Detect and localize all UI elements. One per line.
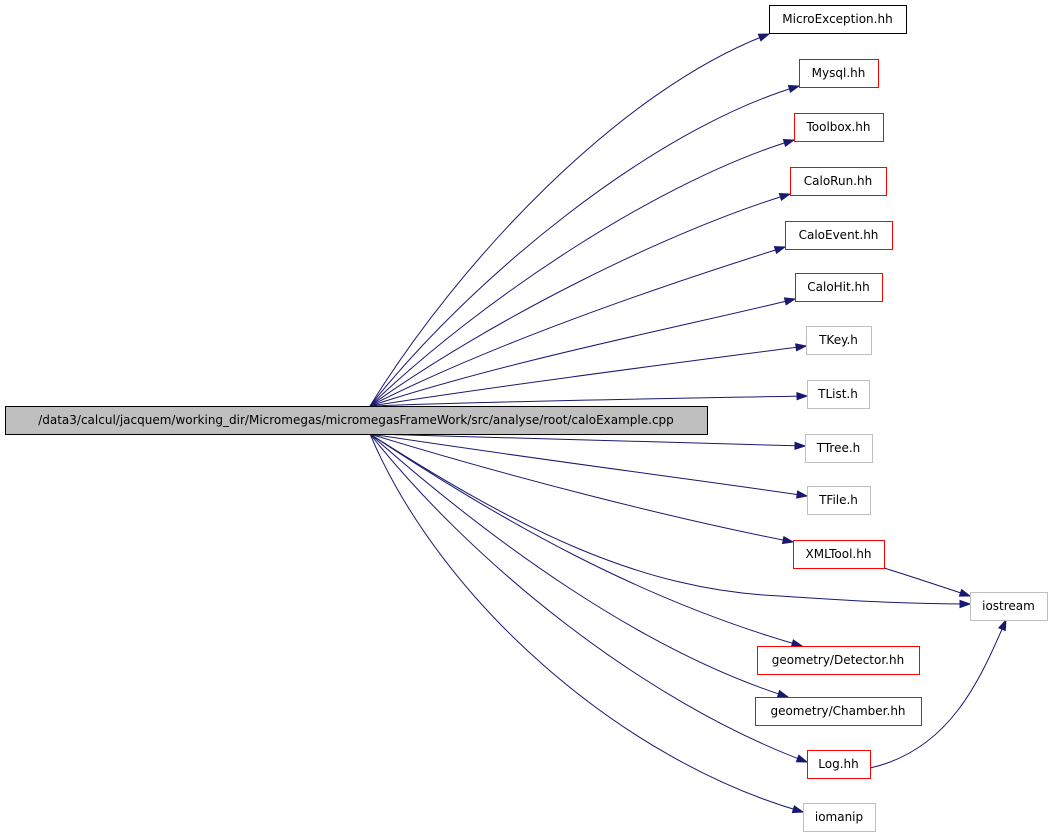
arrowhead: [783, 297, 797, 306]
edge-log-to-iostream: [869, 618, 1007, 769]
node-label: iomanip: [815, 810, 863, 824]
edge-root-to-iomanip: [369, 433, 805, 814]
node-label: Mysql.hh: [812, 66, 866, 80]
edge-root-to-caloevent: [369, 246, 787, 407]
node-label: CaloRun.hh: [804, 174, 872, 188]
edge-root-to-calorun: [369, 193, 792, 407]
node-box: [795, 273, 883, 302]
node-calohit[interactable]: CaloHit.hh: [795, 273, 883, 302]
node-tfile[interactable]: TFile.h: [807, 486, 871, 515]
node-detector[interactable]: geometry/Detector.hh: [757, 646, 920, 675]
node-label: MicroException.hh: [782, 12, 892, 26]
arrowhead: [958, 588, 972, 597]
edge-root-to-toolbox: [369, 139, 796, 407]
node-label: TFile.h: [818, 493, 858, 507]
edge-xmltool-to-iostream: [883, 567, 972, 597]
node-box: [794, 113, 884, 142]
node-box: [807, 750, 871, 779]
edge-root-to-detector: [369, 433, 804, 648]
node-label: Toolbox.hh: [805, 120, 870, 134]
node-box: [769, 5, 907, 34]
edge-root-to-chamber: [369, 433, 790, 698]
root-file-node: /data3/calcul/jacquem/working_dir/Microm…: [5, 406, 708, 435]
arrowhead: [757, 33, 771, 42]
node-iomanip[interactable]: iomanip: [803, 803, 876, 832]
arrowhead: [773, 246, 787, 255]
node-label: geometry/Chamber.hh: [770, 704, 905, 718]
node-ttree[interactable]: TTree.h: [805, 434, 873, 463]
arrowhead: [795, 490, 809, 499]
node-box: [803, 803, 876, 832]
arrowhead: [959, 599, 972, 609]
node-microexception[interactable]: MicroException.hh: [769, 5, 907, 34]
arrowhead: [782, 139, 796, 148]
node-box: [757, 646, 920, 675]
node-tkey[interactable]: TKey.h: [806, 326, 872, 355]
node-box: [5, 406, 708, 435]
node-box: [790, 167, 887, 196]
node-label: TList.h: [817, 387, 858, 401]
edge-root-to-tfile: [369, 433, 809, 499]
arrowhead: [997, 618, 1007, 632]
node-label: TKey.h: [818, 333, 858, 347]
arrowhead: [796, 391, 809, 401]
edge-root-to-mysql: [369, 84, 801, 407]
node-label: CaloHit.hh: [807, 280, 870, 294]
node-label: geometry/Detector.hh: [772, 653, 904, 667]
arrowhead: [795, 754, 809, 763]
node-xmltool[interactable]: XMLTool.hh: [793, 540, 885, 569]
node-log[interactable]: Log.hh: [807, 750, 871, 779]
arrowhead: [787, 84, 801, 94]
arrowhead: [790, 639, 804, 648]
node-box: [793, 540, 885, 569]
node-box: [806, 326, 872, 355]
arrowhead: [794, 441, 807, 450]
node-label: /data3/calcul/jacquem/working_dir/Microm…: [38, 413, 674, 427]
edge-root-to-log: [369, 433, 809, 763]
edges-layer: [369, 33, 1007, 814]
node-label: XMLTool.hh: [806, 547, 872, 561]
node-label: Log.hh: [818, 757, 858, 771]
node-chamber[interactable]: geometry/Chamber.hh: [755, 697, 922, 726]
edge-root-to-tlist: [369, 391, 809, 407]
nodes-layer: /data3/calcul/jacquem/working_dir/Microm…: [5, 5, 1048, 832]
edge-root-to-microexception: [369, 33, 771, 407]
arrowhead: [795, 343, 808, 352]
node-mysql[interactable]: Mysql.hh: [799, 59, 879, 88]
arrowhead: [791, 805, 805, 814]
edge-root-to-tkey: [369, 343, 808, 407]
node-label: TTree.h: [816, 441, 861, 455]
edge-root-to-xmltool: [369, 433, 795, 545]
node-calorun[interactable]: CaloRun.hh: [790, 167, 887, 196]
node-label: iostream: [982, 599, 1035, 613]
node-box: [807, 486, 871, 515]
edge-root-to-ttree: [369, 433, 807, 450]
edge-root-to-iostream: [369, 433, 972, 609]
arrowhead: [778, 193, 792, 202]
edge-root-to-calohit: [369, 297, 797, 407]
node-iostream[interactable]: iostream: [970, 592, 1048, 621]
node-box: [805, 434, 873, 463]
node-caloevent[interactable]: CaloEvent.hh: [785, 221, 893, 250]
node-box: [799, 59, 879, 88]
arrowhead: [781, 535, 795, 545]
node-label: CaloEvent.hh: [799, 228, 879, 242]
node-toolbox[interactable]: Toolbox.hh: [794, 113, 884, 142]
node-tlist[interactable]: TList.h: [807, 380, 870, 409]
node-box: [970, 592, 1048, 621]
node-box: [755, 697, 922, 726]
node-box: [807, 380, 870, 409]
node-box: [785, 221, 893, 250]
arrowhead: [776, 689, 790, 698]
